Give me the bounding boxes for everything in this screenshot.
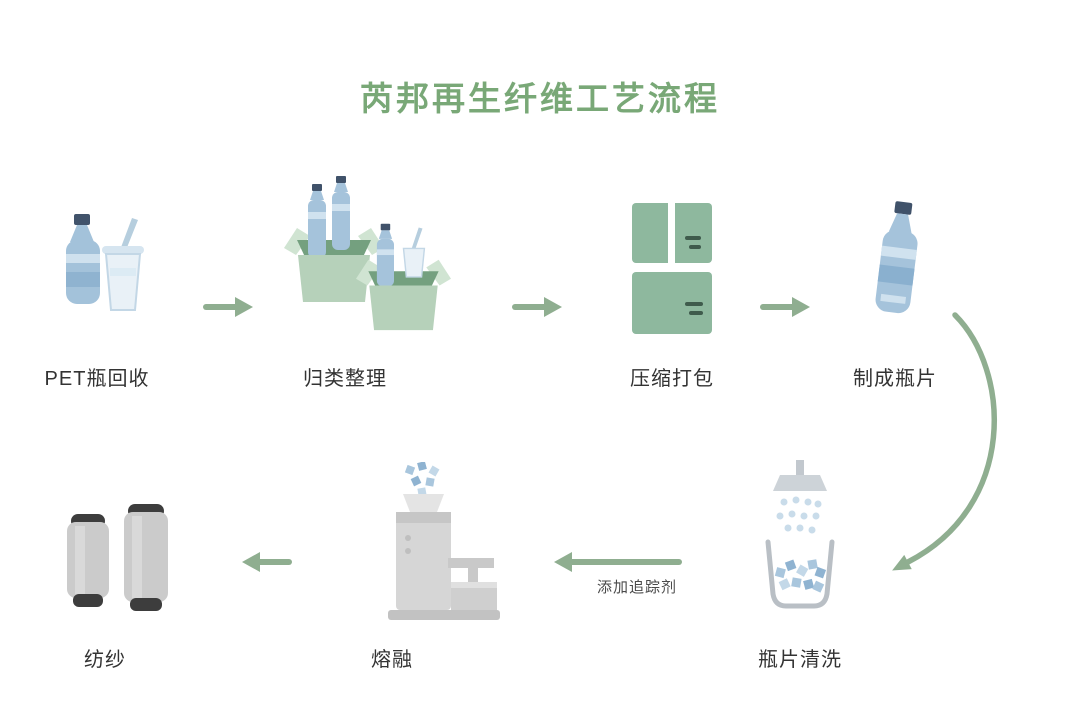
tracer-note: 添加追踪剂 [596, 579, 677, 596]
arrow-step4-to-step5-curved [892, 312, 997, 571]
step-label-flakes: 制成瓶片 [853, 368, 937, 390]
shower-wash-icon [765, 460, 835, 609]
diagram-title: 芮邦再生纤维工艺流程 [360, 80, 720, 117]
step-label-sorting: 归类整理 [303, 368, 387, 390]
boxes-icon [284, 176, 451, 331]
step-label-compress: 压缩打包 [630, 368, 714, 390]
bales-icon [632, 203, 712, 334]
arrow-step3-to-step4 [760, 297, 810, 317]
step-label-melting: 熔融 [371, 649, 413, 671]
step-label-pet-recycle: PET瓶回收 [44, 368, 150, 390]
arrow-step5-to-step6 [554, 552, 682, 572]
step-label-washing: 瓶片清洗 [758, 649, 842, 671]
arrow-step6-to-step7 [242, 552, 292, 572]
arrow-step2-to-step3 [512, 297, 562, 317]
bottle-icon [875, 201, 918, 314]
pet-bottles-icon [66, 214, 144, 311]
melting-machine-icon [388, 462, 500, 620]
arrow-step1-to-step2 [203, 297, 253, 317]
step-label-spinning: 纺纱 [84, 649, 126, 671]
yarn-spools-icon [67, 504, 168, 611]
